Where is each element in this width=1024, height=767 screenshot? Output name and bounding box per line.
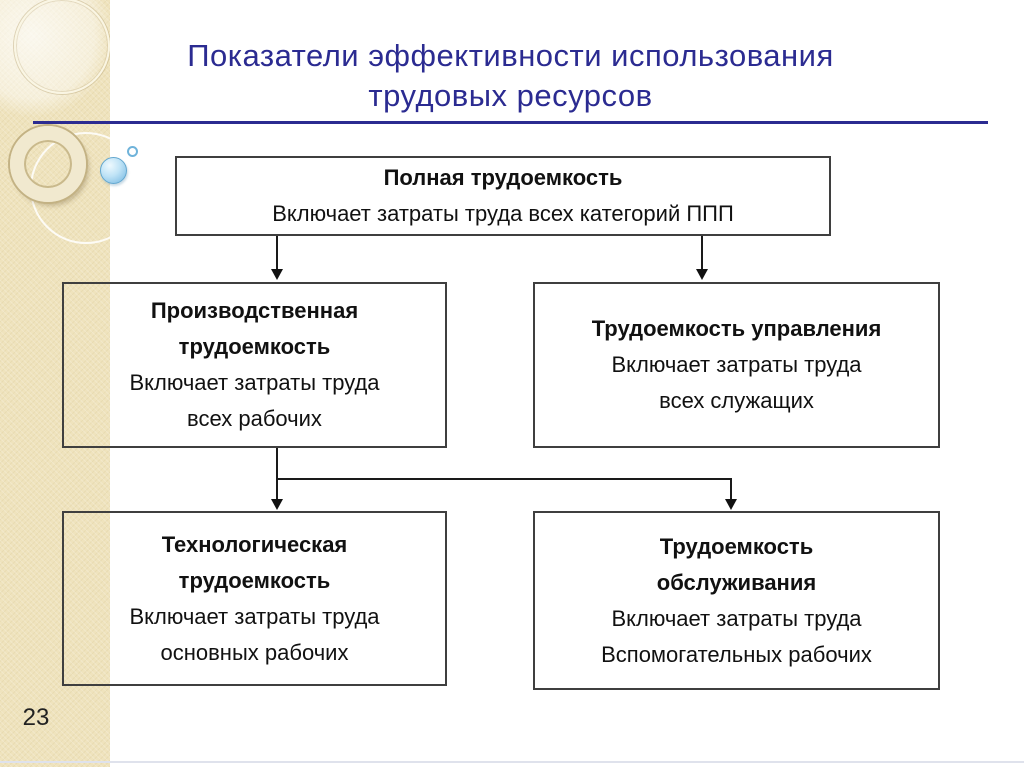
slide-title: Показатели эффективности использования т… xyxy=(187,38,834,113)
arrowhead-icon xyxy=(725,499,737,510)
node-description: Включает затраты труда Вспомогательных р… xyxy=(601,605,872,667)
bottom-border-line xyxy=(0,761,1024,763)
node-description: Включает затраты труда всех рабочих xyxy=(129,370,380,431)
circle-outline-icon xyxy=(14,0,110,94)
ring-icon xyxy=(10,126,86,202)
node-description: Включает затраты труда всех категорий ПП… xyxy=(272,201,734,226)
node-title: Производственная трудоемкость xyxy=(150,298,359,359)
title-underline xyxy=(33,121,988,124)
page-number: 23 xyxy=(22,704,50,731)
node-title: Трудоемкость управления xyxy=(591,316,882,341)
connector-to-technological xyxy=(276,480,278,500)
blue-bubble-icon xyxy=(100,157,127,184)
decorative-sidebar xyxy=(0,0,110,767)
arrowhead-icon xyxy=(271,499,283,510)
node-production-labor-intensity: Производственная трудоемкость Включает з… xyxy=(62,282,447,448)
node-title: Технологическая трудоемкость xyxy=(161,531,348,593)
node-title: Трудоемкость обслуживания xyxy=(656,533,817,595)
connector-branch-horizontal xyxy=(276,478,732,480)
connector-full-to-management xyxy=(701,236,703,270)
node-service-labor-intensity: Трудоемкость обслуживания Включает затра… xyxy=(533,511,940,690)
connector-full-to-production xyxy=(276,236,278,270)
node-title: Полная трудоемкость xyxy=(383,165,623,190)
node-full-labor-intensity: Полная трудоемкость Включает затраты тру… xyxy=(175,156,831,236)
connector-production-stem xyxy=(276,448,278,480)
node-description: Включает затраты труда всех служащих xyxy=(611,352,862,413)
arrowhead-icon xyxy=(696,269,708,280)
connector-to-service xyxy=(730,480,732,500)
node-description: Включает затраты труда основных рабочих xyxy=(129,603,380,665)
node-management-labor-intensity: Трудоемкость управления Включает затраты… xyxy=(533,282,940,448)
arrowhead-icon xyxy=(271,269,283,280)
node-technological-labor-intensity: Технологическая трудоемкость Включает за… xyxy=(62,511,447,686)
blue-bubble-small-icon xyxy=(127,146,138,157)
